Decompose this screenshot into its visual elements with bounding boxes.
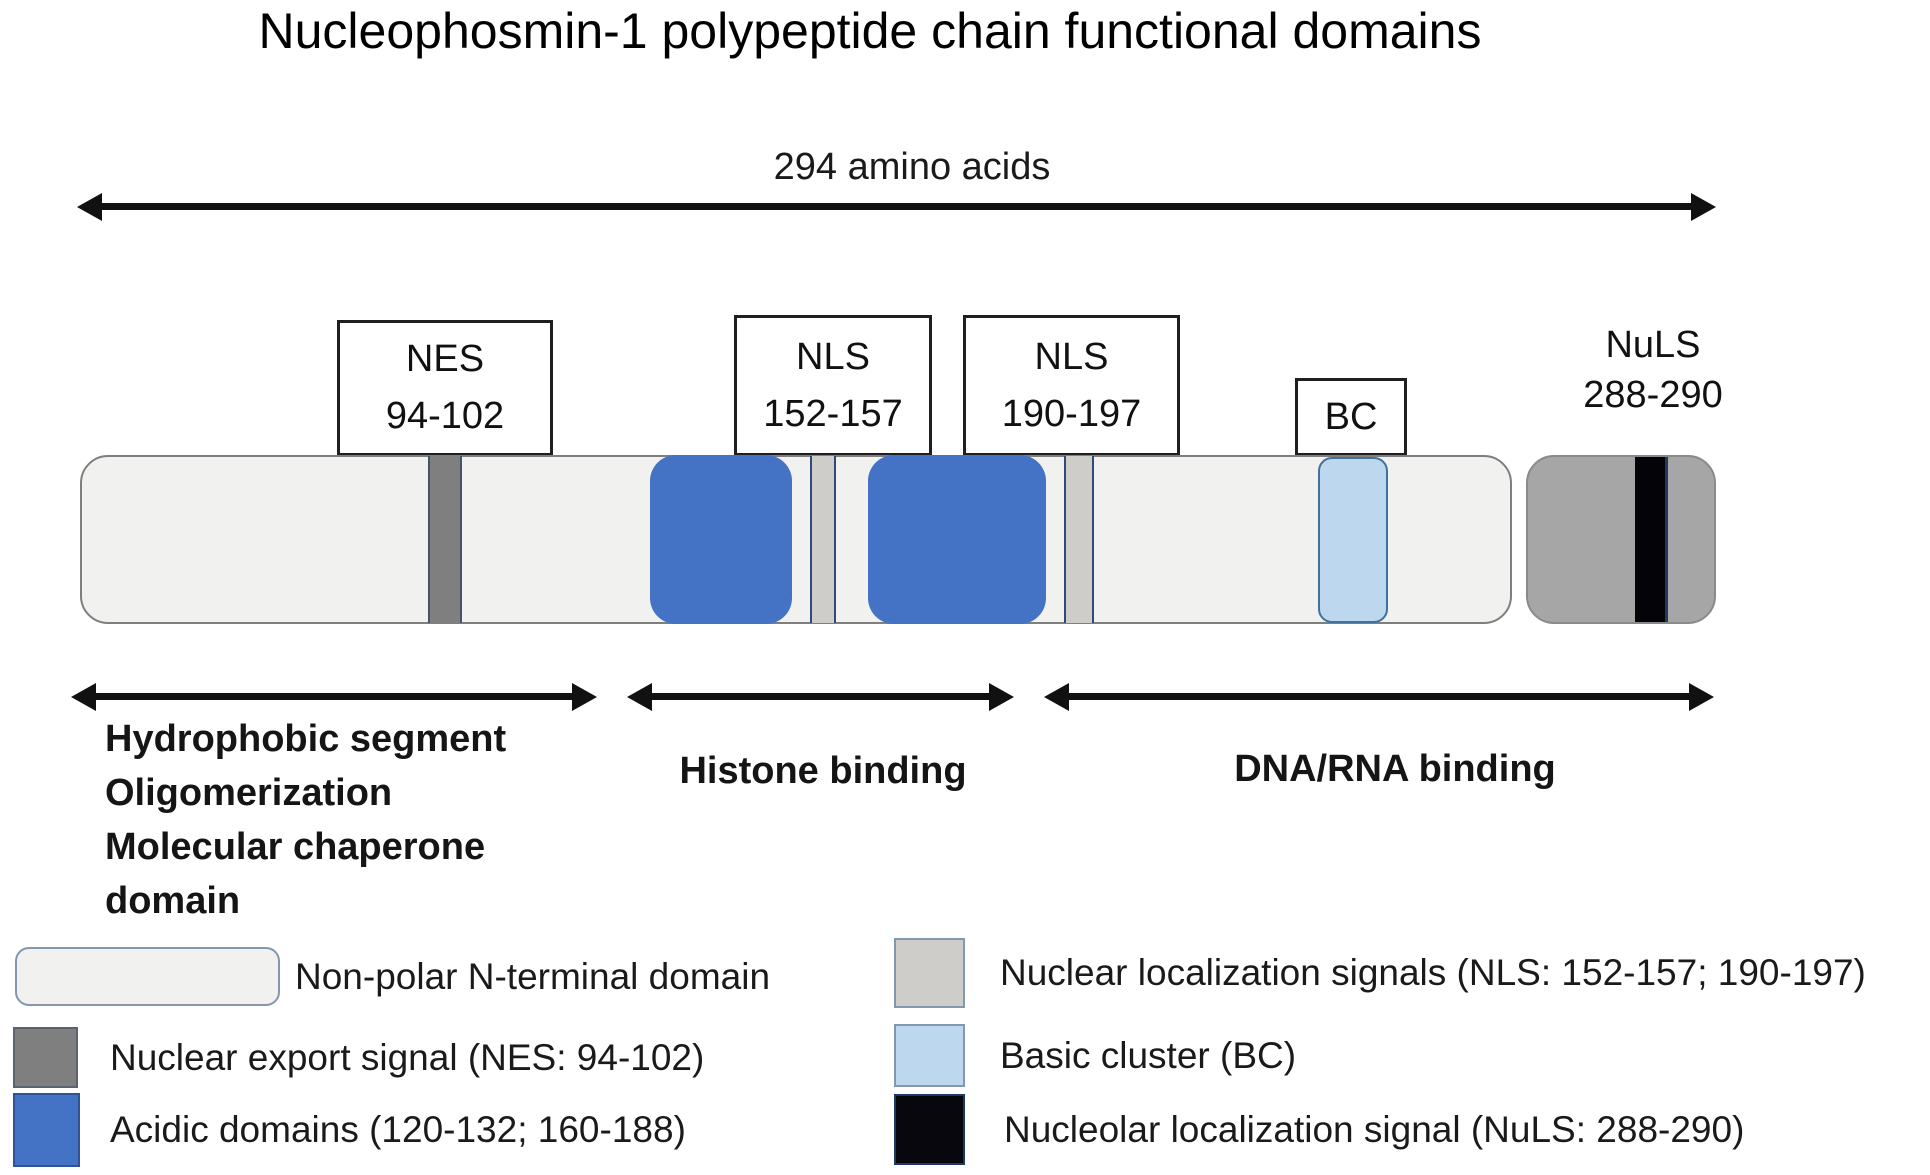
dna-rna-binding-region-arrow (1067, 693, 1691, 700)
nuls-label: NuLS (1605, 324, 1701, 366)
legend-label-nes: Nuclear export signal (NES: 94-102) (110, 1036, 705, 1078)
nuls-range: 288-290 (1583, 374, 1723, 416)
region-line: Oligomerization (105, 772, 393, 814)
histone-binding-label: Histone binding (679, 750, 967, 792)
legend-swatch-nuls (894, 1094, 965, 1165)
segment-nls-190-197 (1064, 456, 1094, 623)
segment-basic-cluster (1318, 457, 1388, 623)
full-length-double-arrow (100, 203, 1693, 210)
polypeptide-bar-c-terminal (1526, 455, 1716, 624)
nes-label: NES (405, 338, 485, 380)
hydrophobic-region-arrow (94, 693, 574, 700)
segment-nuls (1635, 457, 1668, 622)
legend-swatch-nes (13, 1027, 78, 1088)
legend-label-nls: Nuclear localization signals (NLS: 152-1… (1000, 952, 1866, 993)
nls1-range: 152-157 (763, 392, 903, 435)
legend-swatch-nls (894, 938, 965, 1008)
histone-binding-region-arrow (650, 693, 991, 700)
legend-swatch-non-polar (15, 947, 280, 1006)
legend-swatch-acidic (13, 1093, 80, 1167)
region-line: Molecular chaperone (105, 826, 486, 868)
segment-acidic-domain-1 (650, 455, 792, 624)
nls2-range: 190-197 (1001, 392, 1142, 435)
nls1-label-box: NLS 152-157 (734, 315, 932, 456)
legend-label-nuls: Nucleolar localization signal (NuLS: 288… (1004, 1108, 1745, 1150)
nls1-label: NLS (796, 335, 870, 378)
amino-acid-count-label: 294 amino acids (773, 146, 1051, 188)
dna-rna-binding-label: DNA/RNA binding (1234, 748, 1556, 790)
polypeptide-bar-n-terminal (80, 455, 1512, 624)
segment-nls-152-157 (810, 456, 836, 623)
hydrophobic-region-label: Hydrophobic segment Oligomerization Mole… (105, 712, 725, 928)
bc-label-box: BC (1295, 378, 1407, 456)
legend-label-non-polar: Non-polar N-terminal domain (295, 955, 771, 997)
region-line: domain (105, 880, 241, 922)
legend-label-bc: Basic cluster (BC) (1000, 1034, 1297, 1076)
legend-label-acidic: Acidic domains (120-132; 160-188) (110, 1109, 686, 1150)
segment-nes (428, 456, 462, 623)
segment-acidic-domain-2 (868, 455, 1046, 624)
bc-label: BC (1324, 395, 1378, 438)
nls2-label: NLS (1034, 335, 1109, 378)
nls2-label-box: NLS 190-197 (963, 315, 1180, 456)
legend-swatch-bc (894, 1024, 965, 1087)
page-title: Nucleophosmin-1 polypeptide chain functi… (258, 3, 1482, 59)
nes-range: 94-102 (385, 395, 505, 437)
region-line: Hydrophobic segment (105, 718, 507, 760)
nes-label-box: NES 94-102 (337, 320, 553, 456)
nuls-label-block: NuLS 288-290 (1538, 320, 1768, 420)
